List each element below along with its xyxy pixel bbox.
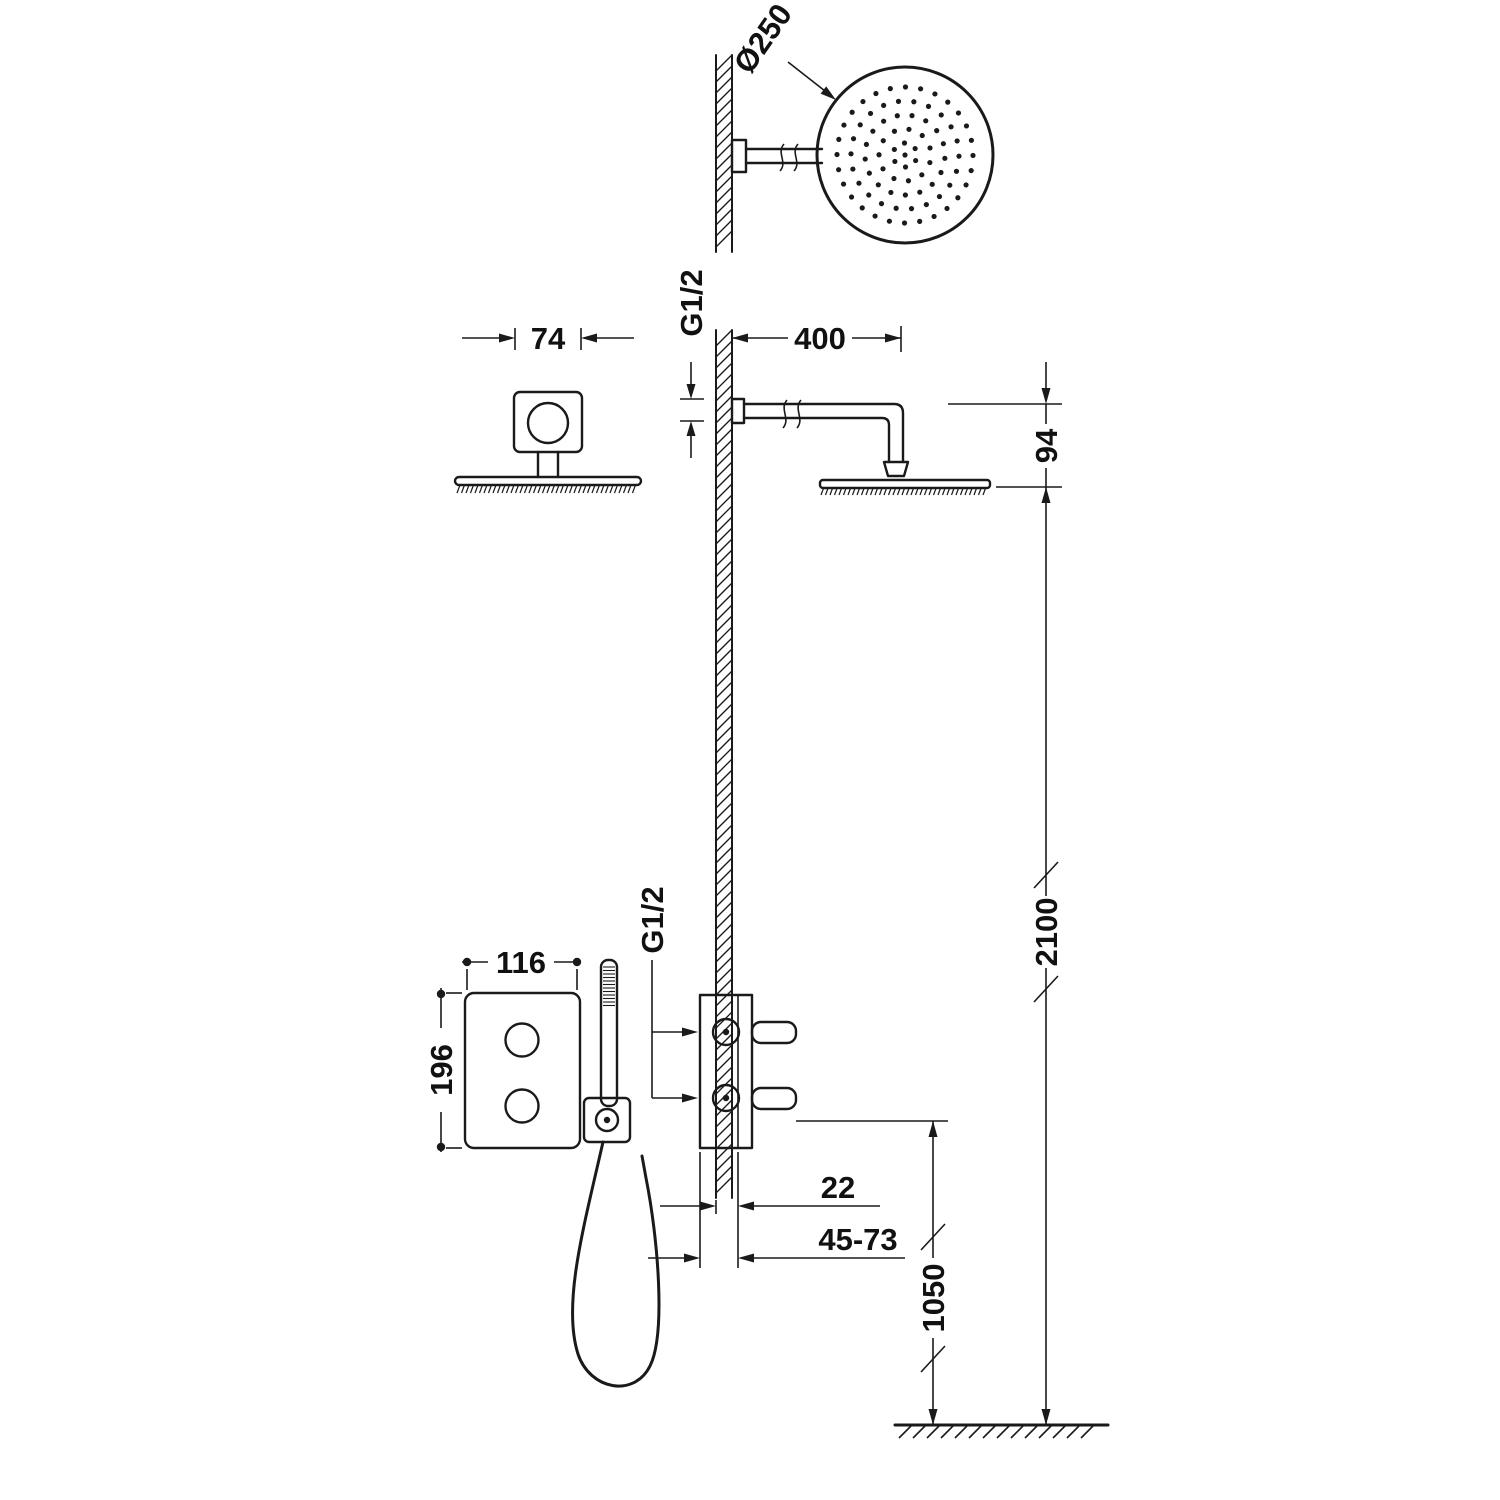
dim-total-height: 2100 bbox=[1029, 487, 1064, 1425]
pipe-break-mark bbox=[782, 399, 788, 429]
arrowhead bbox=[738, 1253, 754, 1263]
head-connector-nut bbox=[882, 460, 910, 478]
handshower-assembly bbox=[571, 958, 661, 1388]
holder-swivel-dot bbox=[603, 1116, 611, 1124]
wall-section-top bbox=[715, 54, 733, 253]
arrowhead bbox=[499, 333, 515, 343]
arm-thread-label: G1/2 bbox=[674, 269, 709, 336]
arrowhead bbox=[1041, 1409, 1051, 1425]
valve-port-top bbox=[711, 1017, 741, 1047]
leader-line bbox=[787, 61, 826, 92]
dim-arm-length: 400 bbox=[732, 321, 902, 356]
concealed-body bbox=[698, 993, 754, 1150]
mixer-knob-top bbox=[504, 1022, 540, 1058]
head-drop-label: 94 bbox=[1029, 428, 1064, 463]
head-plate-side bbox=[818, 478, 992, 490]
handle-top bbox=[750, 1020, 798, 1045]
thermostatic-mixer-side-view bbox=[698, 993, 798, 1150]
dim-recess-depth: 45-73 bbox=[648, 1152, 905, 1268]
arrowhead bbox=[686, 384, 696, 399]
mixer-height-label: 196 bbox=[424, 1044, 459, 1096]
leader-arrowhead bbox=[820, 86, 836, 100]
flange-width-label: 74 bbox=[531, 321, 566, 356]
mixer-knob-bottom bbox=[504, 1088, 540, 1124]
head-front-view bbox=[453, 390, 643, 494]
dim-plate-depth: 22 bbox=[660, 1152, 880, 1268]
dim-head-drop: 94 bbox=[948, 362, 1064, 488]
arm-pipe-outer bbox=[742, 402, 905, 464]
head-diameter-label: Ø250 bbox=[727, 0, 799, 80]
arrowhead bbox=[738, 1201, 754, 1211]
arm-wall-flange bbox=[730, 138, 748, 174]
shower-arm-side-view bbox=[730, 397, 992, 496]
break-slash bbox=[920, 1223, 946, 1251]
head-spray-serration-side bbox=[820, 486, 987, 496]
spray-nozzle-dots bbox=[834, 84, 976, 226]
arm-length-label: 400 bbox=[794, 321, 846, 356]
mixer-plate bbox=[463, 991, 582, 1150]
recess-depth-label: 45-73 bbox=[818, 1222, 897, 1257]
dim-head-diameter: Ø250 bbox=[727, 0, 836, 100]
dim-flange-width: 74 bbox=[462, 321, 634, 356]
arrowhead bbox=[732, 333, 748, 343]
arrowhead bbox=[684, 1253, 700, 1263]
holder-swivel bbox=[594, 1107, 620, 1133]
valve-port-top-dot bbox=[722, 1028, 730, 1036]
arrowhead bbox=[682, 1093, 698, 1103]
handshower-holder bbox=[582, 1096, 632, 1144]
dim-mixer-height: 196 bbox=[424, 988, 462, 1152]
dimension-dot bbox=[462, 957, 472, 967]
wall-hatch-top bbox=[715, 54, 733, 248]
square-flange bbox=[512, 390, 584, 454]
handshower-spray-face bbox=[603, 966, 615, 1007]
floor-hatch bbox=[898, 1424, 1095, 1439]
rain-head-rim bbox=[815, 65, 995, 245]
dimension-dot bbox=[572, 957, 582, 967]
break-slash bbox=[920, 1345, 946, 1373]
pipe-break-mark bbox=[793, 143, 799, 172]
dimension-dot bbox=[436, 989, 446, 999]
flange-connector-circle bbox=[526, 401, 570, 445]
plate-depth-label: 22 bbox=[821, 1170, 855, 1205]
total-height-label: 2100 bbox=[1029, 898, 1064, 967]
dim-mixer-width: 116 bbox=[462, 945, 582, 990]
mixer-thread-label: G1/2 bbox=[635, 886, 670, 953]
handle-bottom bbox=[750, 1086, 798, 1111]
arm-pipe-inner bbox=[742, 416, 891, 464]
head-spray-serration-front bbox=[456, 484, 637, 494]
floor-reference bbox=[893, 1423, 1110, 1439]
arrowhead bbox=[700, 1201, 716, 1211]
head-plate-front bbox=[453, 475, 643, 487]
valve-port-bottom-dot bbox=[722, 1094, 730, 1102]
dim-height-from-floor: 1050 bbox=[796, 1120, 951, 1425]
arrowhead bbox=[1041, 388, 1051, 404]
arrowhead bbox=[928, 1409, 938, 1425]
arrowhead bbox=[682, 1027, 698, 1037]
dim-mixer-thread: G1/2 bbox=[635, 886, 698, 1103]
arm-wall-flange-side bbox=[730, 397, 746, 425]
break-slash bbox=[1033, 975, 1059, 1003]
break-slash bbox=[1033, 861, 1059, 889]
arrowhead bbox=[581, 333, 597, 343]
pipe-break-mark bbox=[779, 143, 785, 172]
dimension-dot bbox=[436, 1142, 446, 1152]
wall-hatch-main bbox=[715, 329, 733, 1194]
wall-section-main bbox=[715, 329, 733, 1199]
thermostatic-mixer-front-view bbox=[463, 991, 582, 1150]
arrowhead bbox=[885, 333, 901, 343]
rain-shower-head-top-view bbox=[730, 65, 995, 245]
shower-hose bbox=[571, 1140, 661, 1388]
height-from-floor-label: 1050 bbox=[916, 1264, 951, 1333]
pipe-break-mark bbox=[796, 399, 802, 429]
handshower-wand bbox=[599, 958, 619, 1108]
mixer-width-label: 116 bbox=[496, 945, 546, 980]
dim-arm-thread: G1/2 bbox=[674, 269, 709, 458]
arrowhead bbox=[686, 421, 696, 436]
valve-port-bottom bbox=[711, 1083, 741, 1113]
